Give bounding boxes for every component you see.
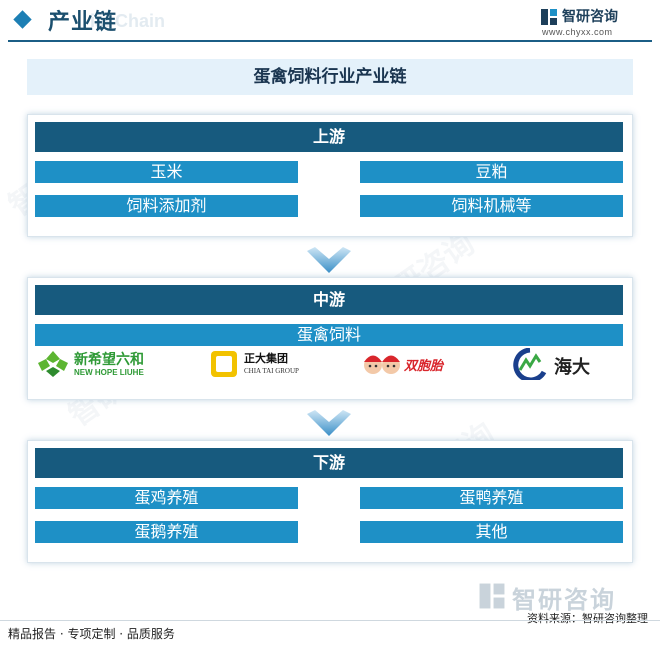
page-title: 产业链 — [48, 10, 118, 35]
downstream-header: 下游 — [35, 448, 623, 478]
company-name: 海大 — [554, 357, 590, 378]
upstream-item: 饲料机械等 — [360, 195, 623, 217]
header-divider — [8, 40, 652, 42]
brand-name: 智研咨询 — [562, 9, 618, 25]
diamond-icon — [13, 10, 32, 29]
watermark-brand-name: 智研咨询 — [512, 586, 616, 614]
company-sub: NEW HOPE LIUHE — [74, 368, 144, 377]
company-logo-chiatai: 正大集团 CHIA TAI GROUP — [210, 347, 310, 381]
company-sub: CHIA TAI GROUP — [244, 367, 299, 375]
downstream-item: 蛋鸭养殖 — [360, 487, 623, 509]
haid-logo-icon — [513, 348, 547, 380]
footer-tagline: 精品报告 · 专项定制 · 品质服务 — [8, 627, 175, 641]
company-name: 新希望六和 — [74, 352, 144, 368]
source-note: 资料来源：智研咨询整理 — [527, 612, 648, 625]
midstream-panel: 中游 蛋禽饲料 新希望六和 NEW HOPE LIUHE 正大集团 CHIA T… — [27, 277, 633, 400]
company-logo-newhope: 新希望六和 NEW HOPE LIUHE — [36, 347, 146, 381]
watermark-brand: 智研咨询 — [478, 580, 648, 614]
upstream-item: 饲料添加剂 — [35, 195, 298, 217]
chain-title: 蛋禽饲料行业产业链 — [27, 59, 633, 95]
midstream-header: 中游 — [35, 285, 623, 315]
company-logo-haid: 海大 — [510, 347, 600, 381]
footer-divider — [0, 620, 660, 621]
upstream-panel: 上游 玉米 豆粕 饲料添加剂 饲料机械等 — [27, 114, 633, 237]
page-header: ial Chain 产业链 智研咨询 www.chyxx.com — [0, 0, 660, 44]
watermark-logo-icon — [479, 583, 505, 609]
brand-url: www.chyxx.com — [542, 27, 613, 37]
chiatai-logo-icon — [211, 351, 237, 377]
shuangbaotai-mascot-icon — [364, 355, 400, 374]
header-ghost-text: ial Chain — [90, 11, 166, 31]
upstream-item: 豆粕 — [360, 161, 623, 183]
newhope-leaf-icon — [38, 351, 68, 377]
downstream-item: 其他 — [360, 521, 623, 543]
company-logo-shuangbaotai: 双胞胎 — [362, 347, 452, 381]
arrow-down-icon — [307, 247, 351, 273]
downstream-item: 蛋鹅养殖 — [35, 521, 298, 543]
company-name: 双胞胎 — [404, 359, 444, 374]
downstream-item: 蛋鸡养殖 — [35, 487, 298, 509]
downstream-panel: 下游 蛋鸡养殖 蛋鸭养殖 蛋鹅养殖 其他 — [27, 440, 633, 563]
brand-logo-icon — [541, 9, 557, 25]
arrow-down-icon — [307, 410, 351, 436]
brand-logo: 智研咨询 www.chyxx.com — [540, 6, 650, 40]
midstream-product: 蛋禽饲料 — [35, 324, 623, 346]
upstream-item: 玉米 — [35, 161, 298, 183]
upstream-header: 上游 — [35, 122, 623, 152]
company-name: 正大集团 — [244, 352, 288, 365]
